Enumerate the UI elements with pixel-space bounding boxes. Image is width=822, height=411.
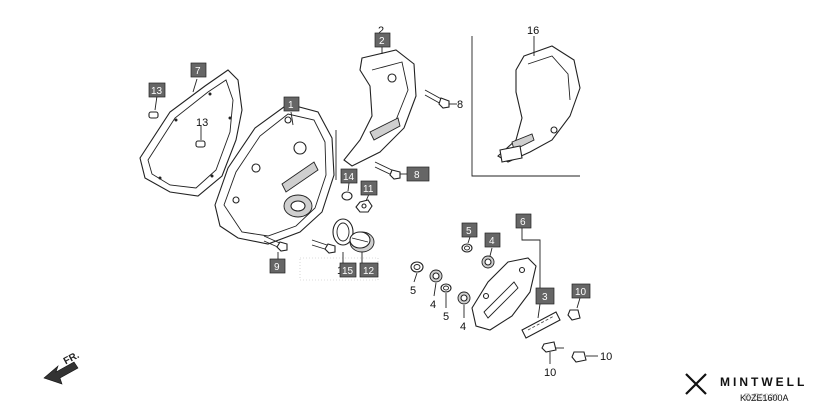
svg-text:15: 15 bbox=[342, 266, 354, 277]
box-label-8: 8 bbox=[406, 166, 430, 182]
svg-text:13: 13 bbox=[151, 86, 163, 97]
front-label: FR. bbox=[62, 350, 82, 367]
svg-text:10: 10 bbox=[575, 287, 587, 298]
label-5-a: 5 bbox=[410, 285, 416, 297]
brand-logo-mark-icon bbox=[685, 373, 707, 395]
svg-text:3: 3 bbox=[542, 292, 548, 303]
svg-text:7: 7 bbox=[195, 66, 201, 77]
bracket-part-3 bbox=[521, 311, 561, 339]
label-4-a: 4 bbox=[430, 299, 436, 311]
label-8-plain: 8 bbox=[457, 99, 463, 111]
label-10-b: 10 bbox=[600, 351, 612, 363]
box-label-15: 15 bbox=[339, 262, 357, 278]
label-13-plain: 13 bbox=[196, 117, 208, 129]
boxed-labels: 2 7 13 1 8 14 11 9 bbox=[148, 32, 591, 305]
diagram-code-overlay: E-E0020 bbox=[744, 392, 779, 402]
svg-text:8: 8 bbox=[414, 170, 420, 181]
label-5-b: 5 bbox=[443, 311, 449, 323]
box-label-5: 5 bbox=[461, 222, 478, 238]
label-2-plain: 2 bbox=[378, 25, 384, 37]
box-label-10: 10 bbox=[571, 283, 591, 299]
crankcase-cover-part bbox=[214, 103, 335, 245]
o-ring-part-15 bbox=[332, 218, 354, 246]
bolt-part-upper bbox=[424, 89, 450, 109]
dowel-pin-part bbox=[148, 111, 206, 148]
svg-text:1: 1 bbox=[288, 100, 294, 111]
bolt-part-9 bbox=[263, 235, 336, 254]
svg-text:6: 6 bbox=[520, 217, 526, 228]
svg-text:12: 12 bbox=[363, 266, 375, 277]
guard-part bbox=[343, 49, 417, 167]
svg-text:14: 14 bbox=[343, 172, 355, 183]
svg-text:4: 4 bbox=[489, 236, 495, 247]
bolt-parts-10 bbox=[541, 309, 594, 363]
hatch-area bbox=[299, 257, 379, 281]
box-label-3: 3 bbox=[535, 287, 555, 305]
bolt-part-lower bbox=[374, 161, 401, 180]
front-arrow-icon: FR. bbox=[43, 350, 82, 385]
box-label-9: 9 bbox=[269, 258, 286, 274]
box-label-11: 11 bbox=[360, 180, 378, 196]
box-label-4: 4 bbox=[484, 232, 501, 248]
plate-part-6 bbox=[471, 257, 537, 331]
label-16: 16 bbox=[527, 25, 539, 37]
inset-frame bbox=[471, 36, 580, 177]
svg-text:11: 11 bbox=[363, 184, 374, 195]
svg-text:5: 5 bbox=[466, 226, 472, 237]
cap-part-12 bbox=[349, 231, 375, 253]
collar-parts bbox=[410, 243, 495, 305]
box-label-6: 6 bbox=[515, 213, 532, 229]
o-ring-part-14 bbox=[341, 191, 353, 201]
diagram-code: K0ZE1600A bbox=[740, 393, 789, 403]
svg-text:9: 9 bbox=[274, 262, 280, 273]
svg-text:2: 2 bbox=[379, 36, 385, 47]
box-label-7: 7 bbox=[190, 62, 207, 78]
box-label-14: 14 bbox=[340, 168, 358, 184]
inset-guard-part bbox=[497, 45, 581, 163]
nut-part-11 bbox=[355, 199, 373, 213]
gasket-part bbox=[139, 69, 243, 197]
box-label-12: 12 bbox=[359, 262, 379, 278]
label-4-b: 4 bbox=[460, 321, 466, 333]
box-label-13: 13 bbox=[148, 82, 166, 98]
label-10-a: 10 bbox=[544, 367, 556, 379]
brand-logo: MINTWELL K0ZE1600A E-E0020 bbox=[685, 373, 807, 403]
brand-name: MINTWELL bbox=[720, 375, 807, 389]
box-label-1: 1 bbox=[283, 96, 300, 112]
box-label-2: 2 bbox=[374, 32, 391, 48]
